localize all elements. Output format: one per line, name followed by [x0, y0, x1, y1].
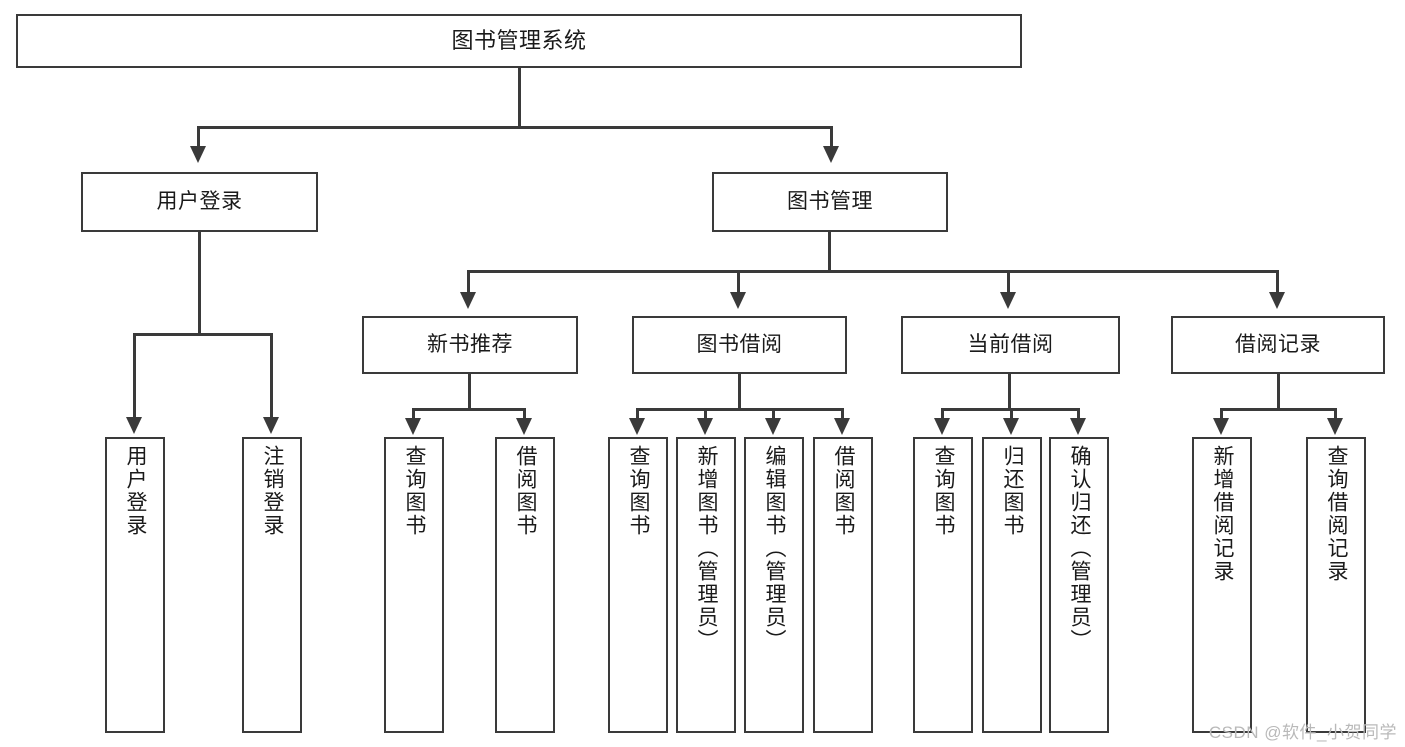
leaf-new-book-borrow-book[interactable]: 借阅图书 — [495, 437, 555, 733]
leaf-current-borrow-return-book[interactable]: 归还图书 — [982, 437, 1042, 733]
leaf-label: 确认归还（管理员） — [1068, 445, 1092, 652]
node-book-management[interactable]: 图书管理 — [712, 172, 948, 232]
leaf-label: 注销登录 — [261, 445, 285, 537]
connector-book-management-stem — [828, 232, 831, 272]
arrow-bb-leaf4 — [834, 418, 850, 435]
leaf-current-borrow-confirm-return-admin[interactable]: 确认归还（管理员） — [1049, 437, 1109, 733]
leaf-label: 编辑图书（管理员） — [763, 445, 787, 652]
connector-user-login-bar — [133, 333, 273, 336]
arrow-bm-to-new-book — [460, 292, 476, 309]
node-label: 借阅记录 — [1235, 333, 1321, 357]
connector-user-login-stem — [198, 232, 201, 335]
leaf-label: 查询图书 — [403, 445, 427, 537]
connector-cb-stem — [1008, 374, 1011, 410]
node-book-borrow[interactable]: 图书借阅 — [632, 316, 847, 374]
node-new-book-recommend[interactable]: 新书推荐 — [362, 316, 578, 374]
node-label: 图书借阅 — [696, 333, 783, 357]
arrow-cb-leaf1 — [934, 418, 950, 435]
leaf-label: 查询图书 — [932, 445, 956, 537]
arrow-bm-to-borrow-records — [1269, 292, 1285, 309]
leaf-label: 借阅图书 — [514, 445, 538, 537]
arrow-bb-leaf1 — [629, 418, 645, 435]
leaf-borrow-records-query-record[interactable]: 查询借阅记录 — [1306, 437, 1366, 733]
arrow-root-to-book-management — [823, 146, 839, 163]
arrow-nb-leaf2 — [516, 418, 532, 435]
connector-cb-leaf2 — [1010, 408, 1013, 420]
leaf-label: 用户登录 — [124, 445, 148, 537]
arrow-bb-leaf3 — [765, 418, 781, 435]
leaf-label: 归还图书 — [1001, 445, 1025, 537]
connector-bm-to-borrow-records — [1276, 270, 1279, 294]
arrow-cb-leaf3 — [1070, 418, 1086, 435]
connector-root-bar — [197, 126, 833, 129]
connector-root-to-user-login — [197, 126, 200, 148]
leaf-new-book-query-book[interactable]: 查询图书 — [384, 437, 444, 733]
node-borrow-records[interactable]: 借阅记录 — [1171, 316, 1385, 374]
leaf-label: 查询借阅记录 — [1325, 445, 1349, 583]
connector-bb-bar — [636, 408, 844, 411]
connector-bm-to-new-book — [467, 270, 470, 294]
connector-bb-leaf4 — [841, 408, 844, 420]
connector-bb-leaf3 — [772, 408, 775, 420]
arrow-bb-leaf2 — [697, 418, 713, 435]
connector-nb-stem — [468, 374, 471, 410]
arrow-nb-leaf1 — [405, 418, 421, 435]
arrow-cb-leaf2 — [1003, 418, 1019, 435]
node-root-book-management-system[interactable]: 图书管理系统 — [16, 14, 1022, 68]
connector-nb-bar — [412, 408, 526, 411]
node-user-login[interactable]: 用户登录 — [81, 172, 318, 232]
connector-user-login-leaf1 — [133, 333, 136, 419]
node-label: 新书推荐 — [427, 333, 513, 357]
leaf-book-borrow-query-book[interactable]: 查询图书 — [608, 437, 668, 733]
connector-br-leaf2 — [1334, 408, 1337, 420]
arrow-user-login-leaf1 — [126, 417, 142, 434]
arrow-br-leaf2 — [1327, 418, 1343, 435]
connector-cb-leaf3 — [1077, 408, 1080, 420]
node-label: 图书管理 — [787, 190, 873, 214]
connector-book-management-bar — [467, 270, 1279, 273]
connector-root-to-book-management — [830, 126, 833, 148]
connector-bb-leaf1 — [636, 408, 639, 420]
leaf-book-borrow-edit-book-admin[interactable]: 编辑图书（管理员） — [744, 437, 804, 733]
leaf-book-borrow-add-book-admin[interactable]: 新增图书（管理员） — [676, 437, 736, 733]
arrow-bm-to-book-borrow — [730, 292, 746, 309]
connector-root-stem — [518, 68, 521, 128]
connector-cb-leaf1 — [941, 408, 944, 420]
node-label: 图书管理系统 — [451, 27, 587, 53]
connector-bm-to-current-borrow — [1007, 270, 1010, 294]
leaf-label: 新增借阅记录 — [1211, 445, 1235, 583]
leaf-borrow-records-add-record[interactable]: 新增借阅记录 — [1192, 437, 1252, 733]
node-current-borrow[interactable]: 当前借阅 — [901, 316, 1120, 374]
leaf-current-borrow-query-book[interactable]: 查询图书 — [913, 437, 973, 733]
connector-nb-leaf1 — [412, 408, 415, 420]
leaf-label: 借阅图书 — [832, 445, 856, 537]
connector-br-bar — [1220, 408, 1337, 411]
arrow-br-leaf1 — [1213, 418, 1229, 435]
arrow-bm-to-current-borrow — [1000, 292, 1016, 309]
node-label: 当前借阅 — [967, 333, 1054, 357]
node-label: 用户登录 — [156, 190, 243, 214]
leaf-label: 新增图书（管理员） — [695, 445, 719, 652]
leaf-label: 查询图书 — [627, 445, 651, 537]
arrow-root-to-user-login — [190, 146, 206, 163]
connector-user-login-leaf2 — [270, 333, 273, 419]
connector-bb-leaf2 — [704, 408, 707, 420]
arrow-user-login-leaf2 — [263, 417, 279, 434]
connector-bm-to-book-borrow — [737, 270, 740, 294]
connector-br-stem — [1277, 374, 1280, 410]
leaf-book-borrow-borrow-book[interactable]: 借阅图书 — [813, 437, 873, 733]
connector-nb-leaf2 — [523, 408, 526, 420]
leaf-user-login-login[interactable]: 用户登录 — [105, 437, 165, 733]
connector-bb-stem — [738, 374, 741, 410]
leaf-user-login-logout[interactable]: 注销登录 — [242, 437, 302, 733]
connector-br-leaf1 — [1220, 408, 1223, 420]
